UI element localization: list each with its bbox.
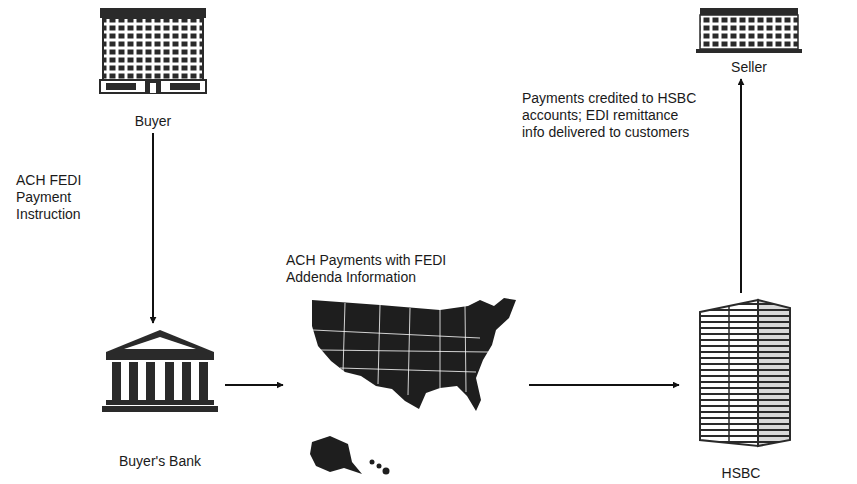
- flow-arrow: [740, 79, 742, 293]
- buyer-building: [100, 8, 206, 93]
- edge-label: Payments credited to HSBC accounts; EDI …: [522, 90, 702, 141]
- hsbc-node: HSBC: [682, 296, 800, 482]
- node-label: HSBC: [722, 465, 761, 482]
- hsbc-building: [700, 300, 790, 446]
- node-label: Buyer: [135, 113, 172, 130]
- ach-network-node: ACH Payments with FEDI Addenda Informati…: [286, 252, 526, 480]
- bank-building: [102, 330, 218, 412]
- node-label: Seller: [731, 59, 767, 76]
- seller-node: Seller: [690, 4, 808, 76]
- node-label: Buyer's Bank: [119, 453, 201, 470]
- node-label: ACH Payments with FEDI Addenda Informati…: [286, 252, 471, 286]
- usa-map: [310, 298, 516, 475]
- flow-arrow: [225, 384, 283, 386]
- edge-label: ACH FEDI Payment Instruction: [16, 172, 86, 223]
- buyer-node: Buyer: [92, 4, 214, 130]
- flow-arrow: [529, 384, 679, 386]
- flow-arrow: [152, 133, 154, 323]
- seller-building: [696, 8, 802, 53]
- bank-node: Buyer's Bank: [98, 326, 222, 470]
